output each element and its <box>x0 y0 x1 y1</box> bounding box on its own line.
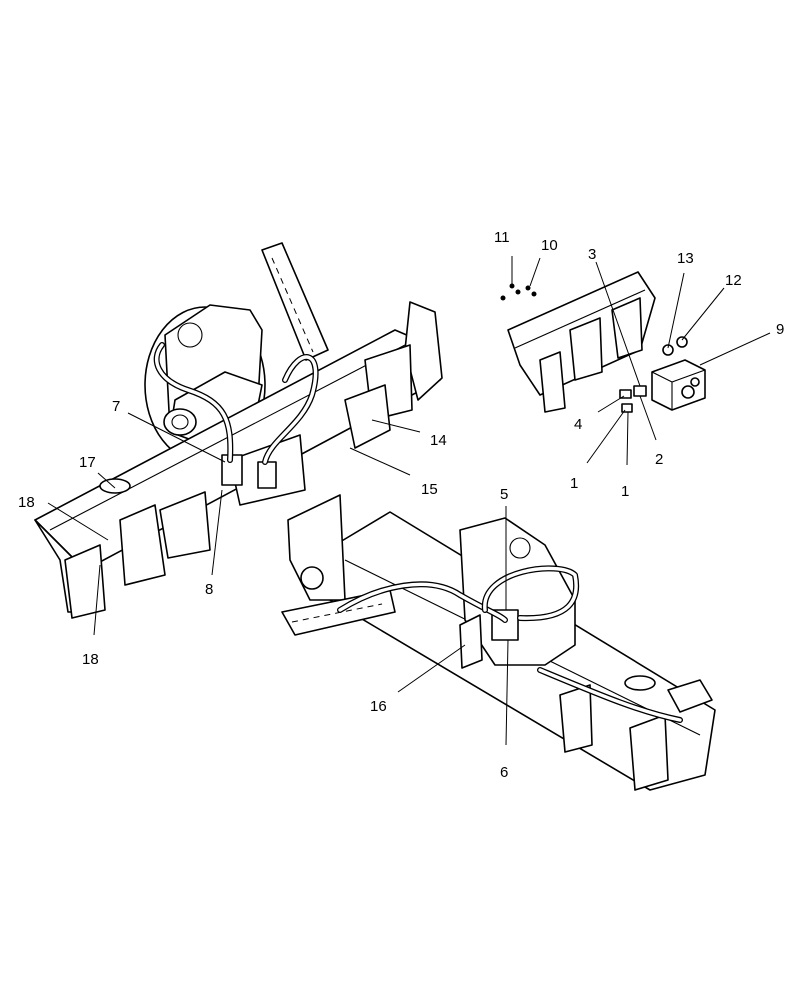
callout-1a: 1 <box>570 475 578 492</box>
callout-11: 11 <box>494 229 510 246</box>
fitting-12 <box>676 336 688 348</box>
bolt-11a <box>509 283 515 289</box>
fitting-2 <box>633 385 647 397</box>
detail-bracket-2 <box>569 317 603 381</box>
lower-bracket-2 <box>559 684 593 753</box>
left-bracket-3 <box>119 504 166 586</box>
callout-5: 5 <box>500 486 508 503</box>
lower-end-hole <box>300 566 324 590</box>
left-bracket-1 <box>64 544 106 619</box>
bolt-10a <box>525 285 531 291</box>
lower-bracket-3 <box>629 714 669 791</box>
lower-end-bracket <box>667 679 713 713</box>
callout-14: 14 <box>430 432 447 449</box>
callout-13: 13 <box>677 250 694 267</box>
left-angle-plate <box>344 384 391 449</box>
left-beam-end-plate <box>404 301 443 401</box>
detail-bracket-3 <box>611 297 643 359</box>
callout-6: 6 <box>500 764 508 781</box>
bolt-11b <box>515 289 521 295</box>
bolt-10b <box>531 291 537 297</box>
callout-1b: 1 <box>621 483 629 500</box>
lower-ring <box>624 675 656 691</box>
lower-bracket-1 <box>459 614 483 669</box>
callout-3: 3 <box>588 246 596 263</box>
callout-4: 4 <box>574 416 582 433</box>
lower-assembly <box>281 494 716 791</box>
callout-10: 10 <box>541 237 558 254</box>
callout-12: 12 <box>725 272 742 289</box>
leader-lines <box>47 256 771 746</box>
detail-bracket-1 <box>539 351 566 413</box>
left-ring <box>99 478 131 494</box>
detail-assembly <box>500 271 706 413</box>
callout-15: 15 <box>421 481 438 498</box>
callout-9: 9 <box>776 321 784 338</box>
callout-7: 7 <box>112 398 120 415</box>
callout-8: 8 <box>205 581 213 598</box>
fitting-13 <box>662 344 674 356</box>
callout-18a: 18 <box>18 494 35 511</box>
left-vertical-arm <box>261 242 329 361</box>
left-assembly <box>34 242 443 619</box>
left-motor-outlet <box>163 408 197 436</box>
left-bracket-2 <box>159 491 211 559</box>
callout-17: 17 <box>79 454 96 471</box>
callout-16: 16 <box>370 698 387 715</box>
fitting-1 <box>621 403 633 413</box>
left-valve-b <box>257 461 277 489</box>
callout-2: 2 <box>655 451 663 468</box>
fitting-4 <box>619 389 632 399</box>
callout-18b: 18 <box>82 651 99 668</box>
callout-labels: 1 1 2 3 4 5 6 7 8 9 10 11 12 13 14 15 16… <box>18 229 784 781</box>
bolt-extra <box>500 295 506 301</box>
